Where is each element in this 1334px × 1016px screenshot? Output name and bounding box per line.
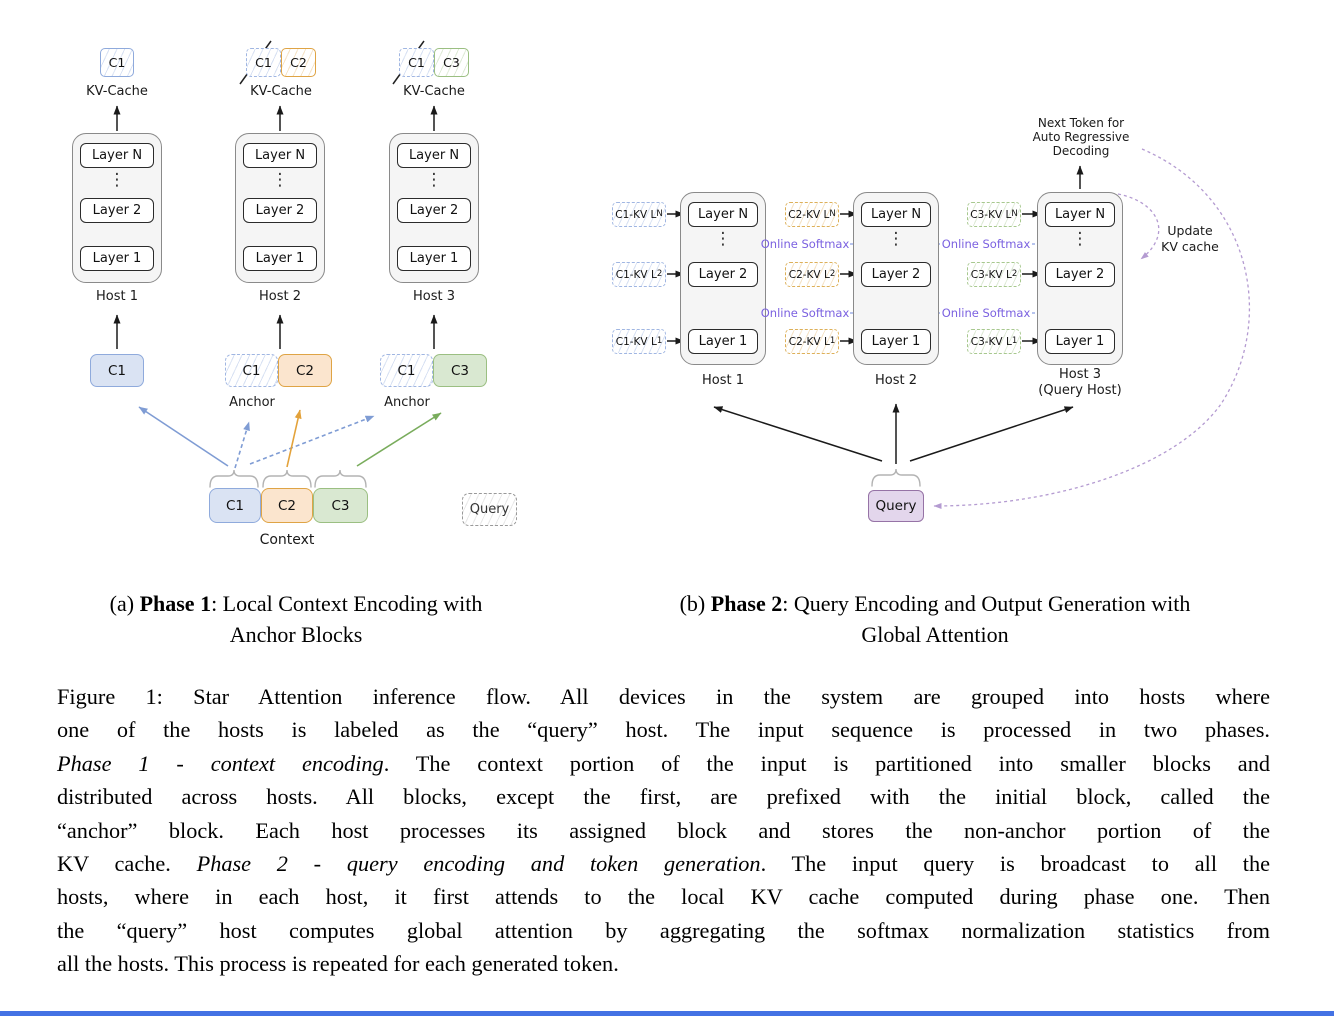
caption-line: hosts, where in each host, it first atte…: [57, 884, 1270, 910]
p2-host3-layer-n: Layer N: [1045, 202, 1115, 227]
p2-host2-layer-n: Layer N: [861, 202, 931, 227]
p1-host3-kvcache-label: KV-Cache: [403, 84, 465, 99]
p1-host2-label: Host 2: [258, 289, 302, 304]
p1-host2-layer-n: Layer N: [243, 143, 317, 168]
figure-caption: Figure 1: Star Attention inference flow.…: [57, 680, 1270, 981]
query-to-host3-arrow: [909, 406, 1074, 462]
p1-host2-dots: ⋮: [271, 170, 289, 190]
p2-host2-label: Host 2: [874, 373, 918, 388]
p1-host3-dots: ⋮: [425, 170, 443, 190]
next-token-line1: Next Token for: [1037, 116, 1125, 130]
p2-query-block: Query: [868, 490, 924, 522]
caption-line: “anchor” block. Each host processes its …: [57, 817, 1270, 843]
c1-to-host1-arrow: [138, 406, 229, 467]
context-block-c1: C1: [209, 488, 261, 523]
context-block-c2: C2: [261, 488, 313, 523]
p2-host3-label: Host 3: [1058, 367, 1102, 382]
next-token-line3: Decoding: [1052, 144, 1110, 158]
p1-host1-kvcache-label: KV-Cache: [86, 84, 148, 99]
online-softmax-label-4: Online Softmax: [941, 306, 1031, 320]
subcaption-a-line2: Anchor Blocks: [229, 622, 363, 647]
p1-host2-kvcache-c1-crossed: C1: [246, 48, 281, 77]
p1-host2-anchor-c1: C1: [225, 354, 278, 387]
p1-host2-kvcache-label: KV-Cache: [250, 84, 312, 99]
caption-line: the “query” host computes global attenti…: [57, 917, 1270, 943]
update-kv-arrow: [1117, 193, 1160, 260]
p2-host3-dots: ⋮: [1071, 229, 1089, 249]
p2-host3-layer-2: Layer 2: [1045, 262, 1115, 287]
query-to-host1-arrow: [713, 406, 883, 462]
caption-line: Phase 1 - context encoding. The context …: [57, 750, 1270, 776]
c3-to-host3-arrow: [356, 412, 442, 467]
p2-host1-label: Host 1: [701, 373, 745, 388]
p1-host2-input-c2: C2: [278, 354, 332, 387]
p2-host2-dots: ⋮: [887, 229, 905, 249]
online-softmax-label-1: Online Softmax: [760, 237, 850, 251]
caption-line: KV cache. Phase 2 - query encoding and t…: [57, 850, 1270, 876]
next-token-line2: Auto Regressive: [1032, 130, 1130, 144]
p1-host1-layer-1: Layer 1: [80, 246, 154, 271]
p1-host2-layer-2: Layer 2: [243, 198, 317, 223]
subcaption-a-line1: (a) Phase 1: Local Context Encoding with: [109, 591, 483, 616]
subcaption-a: (a) Phase 1: Local Context Encoding with…: [56, 588, 536, 650]
caption-line: distributed across hosts. All blocks, ex…: [57, 784, 1270, 810]
caption-line: all the hosts. This process is repeated …: [57, 951, 619, 977]
subcaption-b-line1: (b) Phase 2: Query Encoding and Output G…: [679, 591, 1191, 616]
p1-host2-anchor-label: Anchor: [229, 395, 275, 410]
p1-host3-label: Host 3: [412, 289, 456, 304]
p2-host2-layer-1: Layer 1: [861, 329, 931, 354]
c1-to-host2-anchor-arrow: [234, 421, 250, 469]
p1-host1-dots: ⋮: [108, 170, 126, 190]
p1-host1-label: Host 1: [95, 289, 139, 304]
p1-host3-layer-n: Layer N: [397, 143, 471, 168]
p1-context-braces: [209, 469, 367, 488]
p1-host2-layer-1: Layer 1: [243, 246, 317, 271]
p1-host3-kvcache-c3: C3: [434, 48, 469, 77]
p2-host1-layer-1: Layer 1: [688, 329, 758, 354]
context-label: Context: [259, 532, 315, 548]
p1-host1-kvcache-c1: C1: [100, 48, 134, 77]
p2-host1-layer-n: Layer N: [688, 202, 758, 227]
p2-host3-query-host-label: (Query Host): [1038, 383, 1122, 398]
p1-host3-kvcache-c1-crossed: C1: [399, 48, 434, 77]
p1-host2-kvcache-c2: C2: [281, 48, 316, 77]
subcaption-b: (b) Phase 2: Query Encoding and Output G…: [615, 588, 1255, 650]
p1-host3-input-c3: C3: [433, 354, 487, 387]
bottom-scrollbar[interactable]: [0, 1011, 1334, 1016]
p2-query-brace: [871, 468, 921, 487]
caption-line: one of the hosts is labeled as the “quer…: [57, 717, 1270, 743]
online-softmax-label-2: Online Softmax: [941, 237, 1031, 251]
update-kv-line2: KV cache: [1161, 239, 1219, 254]
p2-host1-layer-2: Layer 2: [688, 262, 758, 287]
p1-context-arrows: [138, 406, 442, 469]
p1-host3-layer-2: Layer 2: [397, 198, 471, 223]
p1-host1-input-c1: C1: [90, 354, 144, 387]
online-softmax-label-3: Online Softmax: [760, 306, 850, 320]
c1-to-host3-anchor-arrow: [249, 415, 375, 465]
update-kv-line1: Update: [1167, 223, 1213, 238]
subcaption-b-line2: Global Attention: [861, 622, 1009, 647]
p1-host3-anchor-label: Anchor: [384, 395, 430, 410]
p1-host1-layer-2: Layer 2: [80, 198, 154, 223]
p2-host3-layer-1: Layer 1: [1045, 329, 1115, 354]
p1-host3-layer-1: Layer 1: [397, 246, 471, 271]
context-block-c3: C3: [313, 488, 368, 523]
p1-host1-layer-n: Layer N: [80, 143, 154, 168]
p2-host2-layer-2: Layer 2: [861, 262, 931, 287]
c2-to-host2-arrow: [286, 409, 302, 468]
p1-host3-anchor-c1: C1: [380, 354, 433, 387]
caption-line: Figure 1: Star Attention inference flow.…: [57, 684, 1270, 709]
p2-host1-dots: ⋮: [714, 229, 732, 249]
p1-query-block: Query: [462, 493, 517, 526]
